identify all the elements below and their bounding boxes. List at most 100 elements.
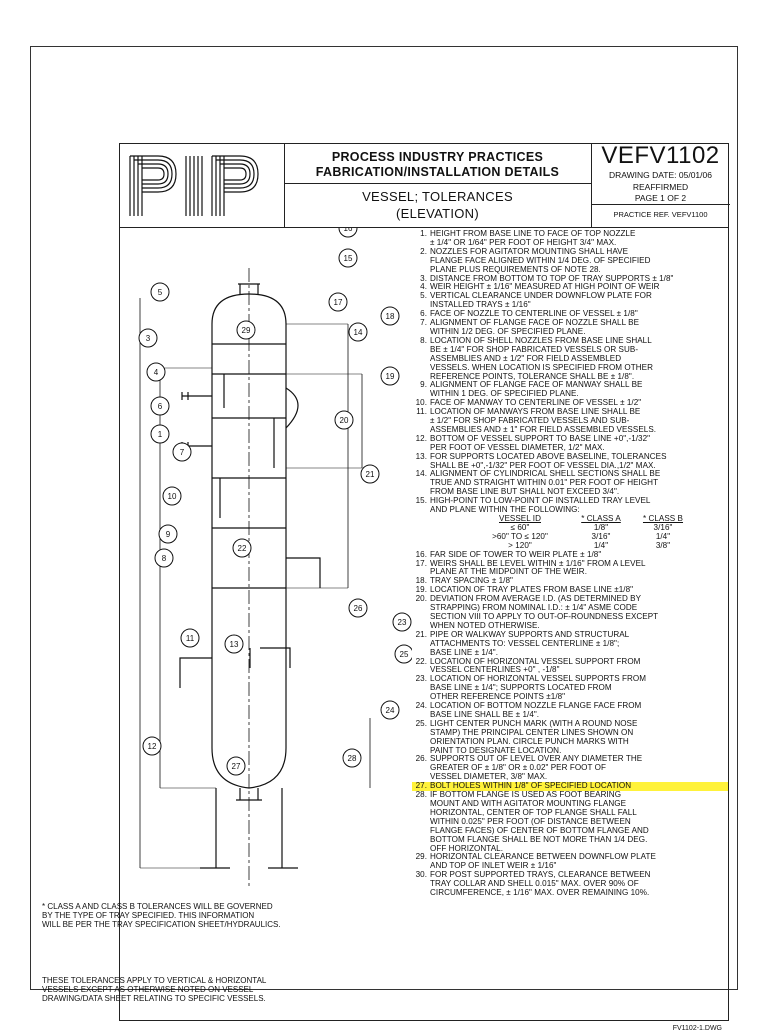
callout-label: 4 (154, 368, 159, 377)
callout-bubble: 13 (224, 634, 244, 654)
callout-bubble: 14 (348, 322, 368, 342)
note-text: ALIGNMENT OF CYLINDRICAL SHELL SECTIONS … (430, 469, 661, 497)
note-item: 11.LOCATION OF MANWAYS FROM BASE LINE SH… (412, 407, 728, 435)
notes-list: 1.HEIGHT FROM BASE LINE TO FACE OF TOP N… (412, 229, 728, 898)
note-text: HEIGHT FROM BASE LINE TO FACE OF TOP NOZ… (430, 229, 636, 247)
drawing-frame: PROCESS INDUSTRY PRACTICES FABRICATION/I… (42, 142, 730, 1032)
document-sheet: PROCESS INDUSTRY PRACTICES FABRICATION/I… (30, 46, 738, 1032)
table-cell: 3/16" (591, 531, 611, 541)
table-cell: 1/8" (593, 522, 609, 532)
subject-line-2: (ELEVATION) (396, 206, 479, 221)
table-cell: 3/16" (653, 522, 673, 532)
note-number: 15. (415, 496, 427, 506)
note-number: 24. (415, 701, 427, 711)
callout-label: 25 (400, 650, 409, 659)
note-item: 19.LOCATION OF TRAY PLATES FROM BASE LIN… (412, 585, 728, 595)
note-text: FOR SUPPORTS LOCATED ABOVE BASELINE, TOL… (430, 451, 667, 470)
note-text: HIGH-POINT TO LOW-POINT OF INSTALLED TRA… (430, 496, 651, 515)
note-item: 9.ALIGNMENT OF FLANGE FACE OF MANWAY SHA… (412, 381, 728, 399)
callout-label: 5 (158, 288, 163, 297)
callout-label: 20 (340, 416, 349, 425)
note-text: VERTICAL CLEARANCE UNDER DOWNFLOW PLATE … (430, 291, 652, 310)
note-item: 28.IF BOTTOM FLANGE IS USED AS FOOT BEAR… (412, 790, 728, 853)
note-number: 7. (420, 318, 427, 328)
table-cell: 3/8" (655, 540, 671, 550)
callout-bubble: 18 (380, 306, 400, 326)
callout-label: 15 (344, 254, 353, 263)
callout-bubble: 24 (380, 700, 400, 720)
callout-label: 12 (148, 742, 157, 751)
note-number: 13. (415, 451, 427, 461)
note-text: SUPPORTS OUT OF LEVEL OVER ANY DIAMETER … (430, 754, 643, 782)
callout-label: 22 (238, 544, 247, 553)
callout-label: 6 (158, 402, 163, 411)
callout-label: 21 (366, 470, 375, 479)
callout-label: 24 (386, 706, 395, 715)
note-text: DEVIATION FROM AVERAGE I.D. (AS DETERMIN… (430, 594, 659, 630)
note-text: WEIR HEIGHT ± 1/16" MEASURED AT HIGH POI… (430, 282, 660, 292)
note-number: 29. (415, 852, 427, 862)
callout-bubble: 29 (236, 320, 256, 340)
callout-bubble: 11 (180, 628, 200, 648)
callout-bubble: 6 (150, 396, 170, 416)
note-number: 2. (420, 246, 427, 256)
callout-bubble: 4 (146, 362, 166, 382)
note-item: 18.TRAY SPACING ± 1/8" (412, 576, 728, 586)
note-number: 28. (415, 790, 427, 800)
callout-label: 13 (230, 640, 239, 649)
note-item: 1.HEIGHT FROM BASE LINE TO FACE OF TOP N… (412, 229, 728, 248)
note-text: LIGHT CENTER PUNCH MARK (WITH A ROUND NO… (430, 718, 638, 755)
file-name: FV1102-1.DWG (672, 1025, 722, 1032)
callout-bubble: 3 (138, 328, 158, 348)
class-footnote: * CLASS A AND CLASS B TOLERANCES WILL BE… (42, 902, 281, 929)
org-line-2: FABRICATION/INSTALLATION DETAILS (315, 165, 560, 179)
note-text: IF BOTTOM FLANGE IS USED AS FOOT BEARING… (430, 790, 649, 853)
note-number: 1. (420, 229, 427, 238)
note-number: 17. (415, 558, 427, 568)
title-block: PROCESS INDUSTRY PRACTICES FABRICATION/I… (120, 142, 730, 228)
note-item: 27.BOLT HOLES WITHIN 1/8" OF SPECIFIED L… (412, 781, 728, 792)
callout-label: 7 (180, 448, 185, 457)
note-item: 5.VERTICAL CLEARANCE UNDER DOWNFLOW PLAT… (412, 291, 728, 310)
note-number: 25. (415, 718, 427, 728)
callout-label: 27 (232, 762, 241, 771)
callout-label: 19 (386, 372, 395, 381)
ref-divider (591, 204, 730, 205)
note-text: ALIGNMENT OF FLANGE FACE OF NOZZLE SHALL… (430, 318, 640, 336)
note-number: 9. (420, 380, 427, 390)
callout-label: 9 (166, 530, 171, 539)
note-item: 24.LOCATION OF BOTTOM NOZZLE FLANGE FACE… (412, 701, 728, 720)
note-text: DISTANCE FROM BOTTOM TO TOP OF TRAY SUPP… (430, 273, 674, 283)
table-cell: >60" TO ≤ 120" (492, 531, 548, 541)
note-number: 8. (420, 335, 427, 345)
note-text: BOTTOM OF VESSEL SUPPORT TO BASE LINE +0… (430, 433, 651, 452)
note-number: 26. (415, 754, 427, 764)
note-number: 5. (420, 291, 427, 301)
applicability-footnote: THESE TOLERANCES APPLY TO VERTICAL & HOR… (42, 976, 267, 1003)
callout-bubble: 15 (338, 248, 358, 268)
callout-label: 23 (398, 618, 407, 627)
note-text: FACE OF MANWAY TO CENTERLINE OF VESSEL ±… (430, 398, 642, 408)
note-item: 21.PIPE OR WALKWAY SUPPORTS AND STRUCTUR… (412, 630, 728, 658)
note-text: LOCATION OF MANWAYS FROM BASE LINE SHALL… (430, 407, 657, 434)
table-cell: > 120" (508, 540, 532, 550)
note-item: 8.LOCATION OF SHELL NOZZLES FROM BASE LI… (412, 335, 728, 382)
note-text: HORIZONTAL CLEARANCE BETWEEN DOWNFLOW PL… (430, 852, 656, 871)
callout-label: 29 (242, 326, 251, 335)
note-text: NOZZLES FOR AGITATOR MOUNTING SHALL HAVE… (430, 246, 651, 274)
note-text: TRAY SPACING ± 1/8" (430, 576, 513, 586)
note-item: 17.WEIRS SHALL BE LEVEL WITHIN ± 1/16" F… (412, 558, 728, 578)
callout-label: 8 (162, 554, 167, 563)
note-item: 26.SUPPORTS OUT OF LEVEL OVER ANY DIAMET… (412, 755, 728, 782)
table-cell: 1/4" (593, 540, 609, 550)
title-center: PROCESS INDUSTRY PRACTICES FABRICATION/I… (284, 144, 592, 227)
note-number: 12. (415, 433, 427, 443)
note-item: 13.FOR SUPPORTS LOCATED ABOVE BASELINE, … (412, 451, 728, 471)
note-number: 30. (415, 870, 427, 880)
note-text: LOCATION OF HORIZONTAL VESSEL SUPPORT FR… (430, 656, 641, 675)
note-item: 29.HORIZONTAL CLEARANCE BETWEEN DOWNFLOW… (412, 853, 728, 871)
org-line-1: PROCESS INDUSTRY PRACTICES (331, 150, 544, 164)
note-text: LOCATION OF SHELL NOZZLES FROM BASE LINE… (430, 335, 653, 381)
status: REAFFIRMED (632, 182, 689, 192)
note-item: 23.LOCATION OF HORIZONTAL VESSEL SUPPORT… (412, 674, 728, 702)
